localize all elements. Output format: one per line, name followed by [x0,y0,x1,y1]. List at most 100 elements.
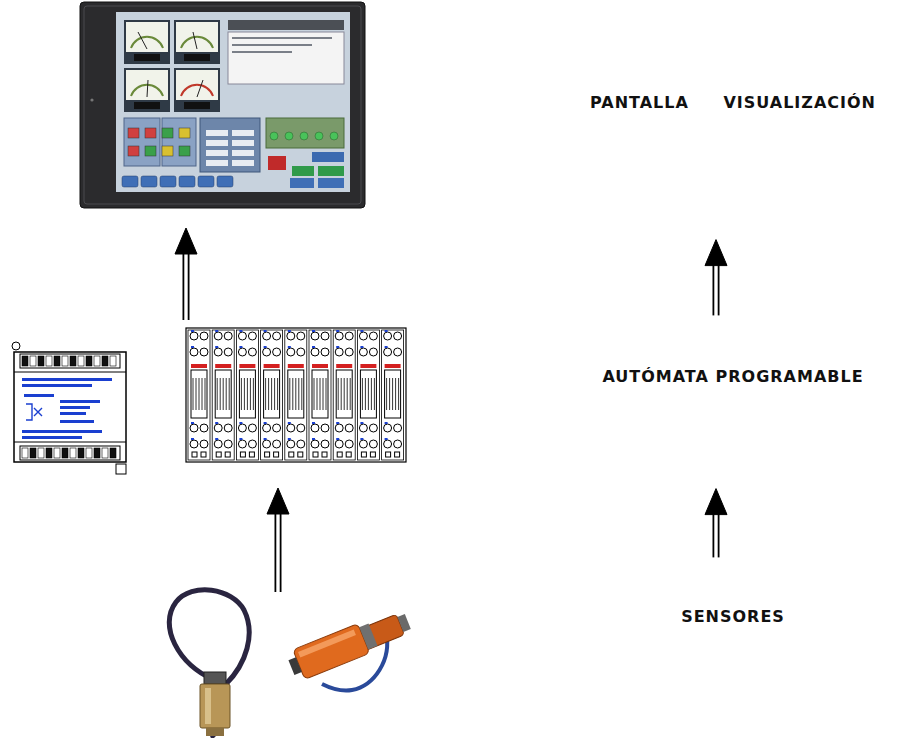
metal-highlight [205,688,211,724]
screw-terminal [384,440,392,448]
label-slot [298,452,303,457]
screw-terminal [369,348,377,356]
screw-terminal [359,424,367,432]
gauge-frame [124,20,170,64]
inductive-sensor [285,620,379,683]
screw-terminal [190,424,198,432]
face-stripe [244,378,245,410]
illustration-arrows [175,228,289,592]
print-mark [60,420,94,423]
terminal-mark [215,438,218,440]
screw-terminal [394,440,402,448]
screw-terminal [369,332,377,340]
face-stripe [199,378,200,410]
terminal [22,448,28,458]
screw-terminal [214,332,222,340]
status-bar [239,364,255,368]
label-slot [240,452,245,457]
face-stripe [298,378,299,410]
face-stripe [365,378,366,410]
screw-terminal [297,332,305,340]
terminal-mark [264,346,267,348]
message-line [232,51,292,53]
lamp-button [145,146,156,156]
screw-terminal [297,424,305,432]
terminal-mark [385,346,388,348]
label-slot [361,452,366,457]
module-face [239,370,255,418]
screw-terminal [345,348,353,356]
flow-arrow [705,240,727,316]
status-panel [200,118,260,172]
layer-label: PANTALLA VISUALIZACIÓN [590,93,876,112]
face-stripe [295,378,296,410]
body-line [14,372,126,373]
label-slot [313,452,318,457]
face-stripe [205,378,206,410]
terminal-mark [312,438,315,440]
terminal-mark [239,346,242,348]
terminal-mark [264,422,267,424]
face-stripe [389,378,390,410]
print-mark [22,430,102,433]
terminal [110,356,116,366]
gauge-face [176,70,218,100]
face-stripe [223,378,224,410]
screw-terminal [190,440,198,448]
gauge-needle [147,80,148,97]
face-stripe [317,378,318,410]
face-stripe [253,378,254,410]
gauge-frame [174,68,220,112]
sensor-face [397,614,410,632]
face-stripe [371,378,372,410]
module-face [385,370,401,418]
arrow-shaft [280,512,282,592]
terminal [86,356,92,366]
power-led [90,98,93,101]
face-stripe [196,378,197,410]
face-stripe [374,378,375,410]
lamp-button [179,128,190,138]
face-stripe [338,378,339,410]
face-stripe [362,378,363,410]
module [212,330,234,460]
terminal-mark [336,422,339,424]
print-mark [22,378,112,381]
face-stripe [314,378,315,410]
terminal-mark [385,438,388,440]
module [333,330,355,460]
gauge-needle [193,32,197,49]
status-bar [312,364,328,368]
screw-terminal [287,440,295,448]
screw-terminal [214,348,222,356]
screw-terminal [190,332,198,340]
label-slot [265,452,270,457]
face-stripe [274,378,275,410]
face-stripe [326,378,327,410]
status-bar [336,364,352,368]
gauge-readout [134,102,160,109]
gauge-face [126,22,168,52]
terminal-mark [288,330,291,332]
face-stripe [392,378,393,410]
screw-terminal [200,440,208,448]
indicator-lamp [315,132,323,140]
label-slot [225,452,230,457]
print-mark [60,400,100,403]
screw-terminal [335,424,343,432]
label-slot [346,452,351,457]
terminal [30,356,36,366]
gauge-face [126,70,168,100]
terminal [30,448,36,458]
screw-terminal [321,332,329,340]
screw-terminal [263,424,271,432]
screw-terminal [345,440,353,448]
screw-terminal [384,424,392,432]
face-stripe [265,378,266,410]
button-panel [124,118,160,166]
screw-terminal [369,424,377,432]
screw-terminal [369,440,377,448]
status-slot [232,160,254,166]
indicator-lamp [330,132,338,140]
status-bar [385,364,401,368]
